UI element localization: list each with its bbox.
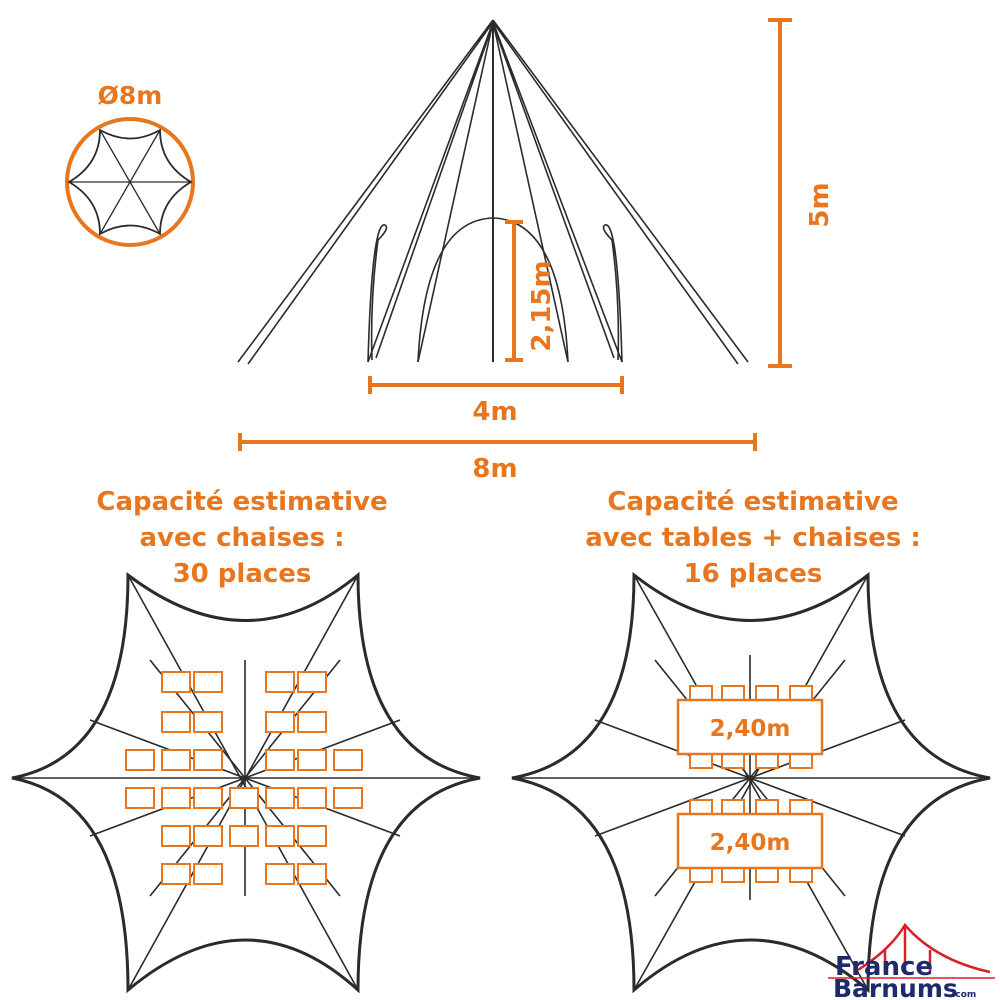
arch-width-label: 4m: [472, 397, 517, 427]
chair-seat: [265, 787, 295, 809]
chair-seat: [193, 787, 223, 809]
chair-seat: [333, 749, 363, 771]
arch-height-label: 2,15m: [527, 260, 557, 351]
chair-seat: [193, 749, 223, 771]
chair-seat: [265, 749, 295, 771]
capacity-chairs-line2: avec chaises :: [139, 523, 344, 553]
height-dimension: [768, 18, 792, 368]
chair-seat: [297, 787, 327, 809]
chair-seat: [125, 749, 155, 771]
height-label: 5m: [805, 182, 835, 227]
chair-seat: [265, 825, 295, 847]
france-barnums-logo: France Barnums .com: [828, 922, 995, 1000]
chair-seat: [161, 671, 191, 693]
capacity-chairs-line1: Capacité estimative: [96, 487, 387, 517]
arch-width-dimension: [368, 376, 624, 394]
chair-seat: [161, 711, 191, 733]
total-width-label: 8m: [472, 454, 517, 484]
tent-elevation-icon: [237, 19, 749, 365]
chair-seat: [297, 711, 327, 733]
logo-line1: France: [835, 952, 933, 982]
capacity-tables-line2: avec tables + chaises :: [585, 523, 921, 553]
chair-seat: [193, 825, 223, 847]
capacity-chairs-line3: 30 places: [173, 559, 312, 589]
chair-seat: [265, 671, 295, 693]
chair-seat: [265, 863, 295, 885]
chair-seat: [229, 787, 259, 809]
star-floorplan-chairs: [11, 571, 481, 994]
logo-suffix: .com: [952, 990, 976, 1000]
chair-seat: [297, 863, 327, 885]
capacity-tables-line1: Capacité estimative: [607, 487, 898, 517]
chair-seat: [297, 671, 327, 693]
total-width-dimension: [238, 433, 757, 451]
top-view-diagram: Ø8m: [65, 81, 195, 247]
chair-seat: [265, 711, 295, 733]
table-bottom-label: 2,40m: [710, 830, 791, 856]
tent-logo-icon: [857, 922, 991, 974]
capacity-tables-title: Capacité estimative avec tables + chaise…: [585, 487, 921, 589]
chair-seat: [333, 787, 363, 809]
chair-seat: [229, 825, 259, 847]
arch-height-dimension: [505, 220, 523, 362]
top-view-circle: [65, 117, 195, 247]
chair-seat: [161, 749, 191, 771]
table-top-label: 2,40m: [710, 716, 791, 742]
chair-seat: [297, 825, 327, 847]
chair-seat: [125, 787, 155, 809]
table-top: [676, 698, 824, 756]
capacity-chairs-title: Capacité estimative avec chaises : 30 pl…: [96, 487, 387, 589]
capacity-tables-line3: 16 places: [684, 559, 823, 589]
chair-seat: [161, 863, 191, 885]
chair-seat: [193, 711, 223, 733]
diameter-label: Ø8m: [98, 81, 163, 110]
chair-seat: [297, 749, 327, 771]
chair-seat: [161, 825, 191, 847]
chair-seat: [193, 863, 223, 885]
table-bottom: [676, 812, 824, 870]
star-floorplan-tables: 2,40m 2,40m: [511, 571, 991, 994]
chair-seat: [161, 787, 191, 809]
chair-seat: [193, 671, 223, 693]
